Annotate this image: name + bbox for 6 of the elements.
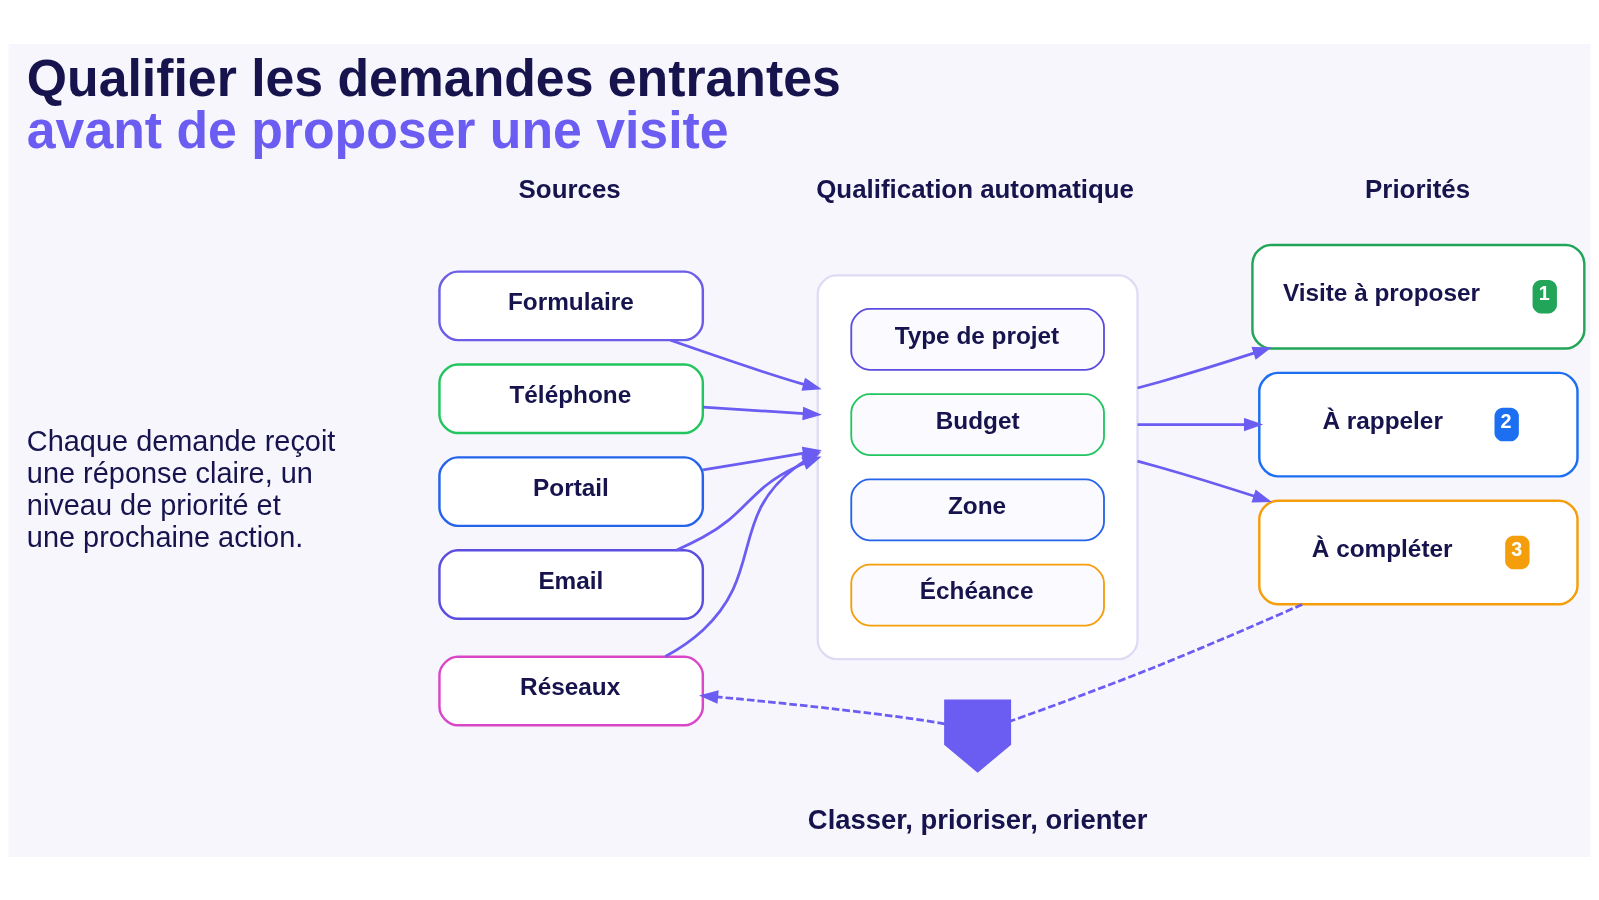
label: Chaque demande reçoit une réponse claire, un niveau de priorité et une prochaine action. bbox=[26, 424, 336, 553]
label: Qualification automatique bbox=[816, 174, 1134, 203]
node-label: Classer, prioriser, orienter bbox=[807, 803, 1148, 835]
diagram-title: Qualifier les demandes entrantes avant de proposer une visite bbox=[26, 48, 841, 159]
label: Priorités bbox=[1365, 174, 1471, 203]
label: Sources bbox=[518, 174, 621, 203]
